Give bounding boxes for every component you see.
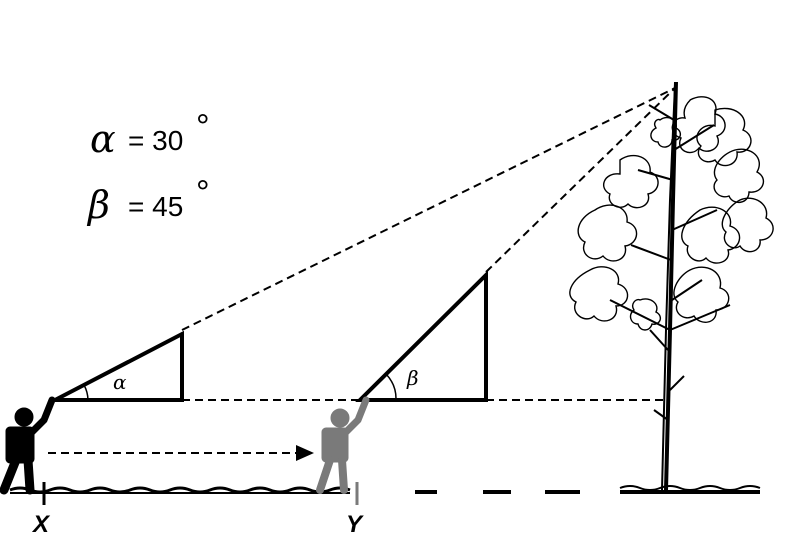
point-x-label: X: [31, 511, 51, 535]
alpha-annotation: α = 30 °: [90, 108, 210, 161]
beta-value: = 45: [128, 191, 183, 222]
beta-annotation: β = 45 °: [86, 174, 210, 227]
alpha-degree: °: [196, 108, 210, 146]
triangle-alpha: [54, 330, 184, 402]
alpha-symbol: α: [90, 117, 116, 161]
ground: [9, 485, 761, 494]
triangle-beta: [355, 270, 488, 402]
point-y-label: Y: [346, 511, 364, 535]
tree-icon: [569, 81, 774, 491]
angle-label-beta: β: [406, 366, 419, 390]
sight-line-beta: [485, 87, 676, 273]
sight-lines: [48, 87, 676, 454]
beta-degree: °: [196, 174, 210, 212]
person-observer-icon: [0, 396, 56, 495]
walk-arrowhead: [296, 445, 314, 461]
angle-label-alpha: α: [113, 370, 127, 394]
person-observer-gray-icon: [316, 396, 370, 494]
beta-symbol: β: [86, 183, 110, 227]
sight-line-alpha: [181, 87, 676, 331]
alpha-value: = 30: [128, 125, 183, 156]
